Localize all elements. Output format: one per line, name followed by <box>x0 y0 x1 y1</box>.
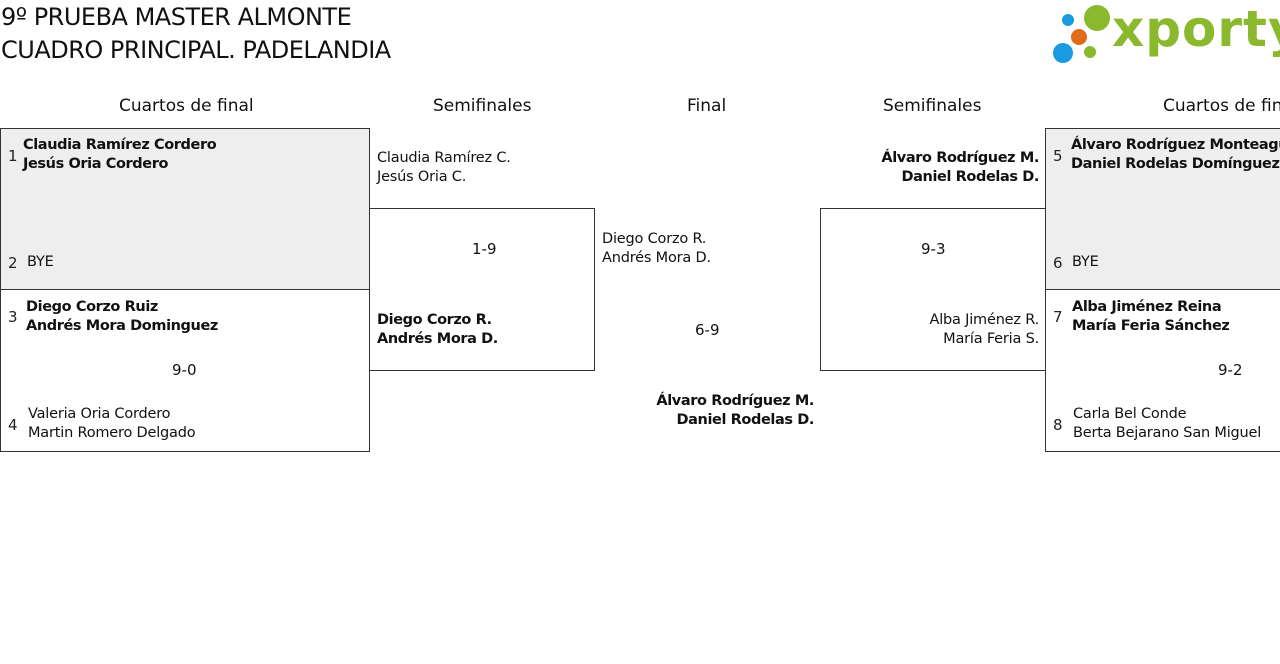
logo-dot-1 <box>1062 14 1074 26</box>
round-header-right-qf: Cuartos de final <box>1163 96 1280 116</box>
seed-number: 6 <box>1053 254 1063 272</box>
seed-number: 4 <box>8 416 18 434</box>
match-score: 9-2 <box>1218 361 1243 379</box>
match-score: 9-0 <box>172 361 197 379</box>
team-player: Jesús Oria C. <box>377 169 467 185</box>
round-header-left-sf: Semifinales <box>433 96 532 116</box>
team-player: Carla Bel Conde <box>1073 406 1187 422</box>
logo-dot-3 <box>1071 29 1087 45</box>
tournament-title: 9º PRUEBA MASTER ALMONTE <box>1 3 352 31</box>
team-player: Daniel Rodelas Domínguez <box>1071 156 1280 172</box>
bye-label: BYE <box>27 254 54 270</box>
match-score: 1-9 <box>472 240 497 258</box>
seed-number: 3 <box>8 308 18 326</box>
match-score: 9-3 <box>921 240 946 258</box>
team-player: Diego Corzo R. <box>377 312 492 328</box>
xporty-logo: xporty <box>1050 0 1280 68</box>
left-qf-match-1 <box>0 128 370 290</box>
team-player: Álvaro Rodríguez M. <box>881 150 1039 166</box>
right-qf-match-1 <box>1045 128 1280 290</box>
team-player: Andrés Mora D. <box>377 331 498 347</box>
team-player: Alba Jiménez R. <box>929 312 1040 328</box>
seed-number: 7 <box>1053 308 1063 326</box>
xporty-logo-mark <box>1053 5 1110 63</box>
right-qf-match-2 <box>1045 289 1280 452</box>
logo-dot-2 <box>1084 5 1110 31</box>
team-player: Andrés Mora Dominguez <box>26 318 218 334</box>
team-player: Claudia Ramírez Cordero <box>23 137 217 153</box>
draw-subtitle: CUADRO PRINCIPAL. PADELANDIA <box>1 36 391 64</box>
seed-number: 5 <box>1053 147 1063 165</box>
team-player: Berta Bejarano San Miguel <box>1073 425 1262 441</box>
team-player: Martin Romero Delgado <box>28 425 196 441</box>
round-header-right-sf: Semifinales <box>883 96 982 116</box>
right-qf-1-team-a-clip: Álvaro Rodríguez Monteagudo Daniel Rodel… <box>1068 128 1280 188</box>
logo-dot-4 <box>1053 43 1073 63</box>
team-player: Álvaro Rodríguez Monteagudo <box>1071 137 1280 153</box>
team-player: Valeria Oria Cordero <box>28 406 171 422</box>
match-score: 6-9 <box>695 321 720 339</box>
team-player: Daniel Rodelas D. <box>676 412 815 428</box>
team-player: Andrés Mora D. <box>602 250 711 266</box>
team-player: Álvaro Rodríguez M. <box>656 393 814 409</box>
team-player: Diego Corzo R. <box>602 231 707 247</box>
team-player: Alba Jiménez Reina <box>1072 299 1222 315</box>
left-qf-match-2 <box>0 289 370 452</box>
team-player: María Feria Sánchez <box>1072 318 1230 334</box>
round-header-left-qf: Cuartos de final <box>119 96 254 116</box>
round-header-final: Final <box>687 96 727 116</box>
team-player: Jesús Oria Cordero <box>23 156 169 172</box>
team-player: Daniel Rodelas D. <box>901 169 1040 185</box>
team-player: María Feria S. <box>943 331 1039 347</box>
left-sf-match <box>369 208 595 371</box>
logo-dot-5 <box>1084 46 1096 58</box>
seed-number: 1 <box>8 147 18 165</box>
seed-number: 2 <box>8 254 18 272</box>
seed-number: 8 <box>1053 416 1063 434</box>
bye-label: BYE <box>1072 254 1099 270</box>
logo-wordmark: xporty <box>1112 0 1280 58</box>
team-player: Diego Corzo Ruiz <box>26 299 158 315</box>
team-player: Claudia Ramírez C. <box>377 150 511 166</box>
